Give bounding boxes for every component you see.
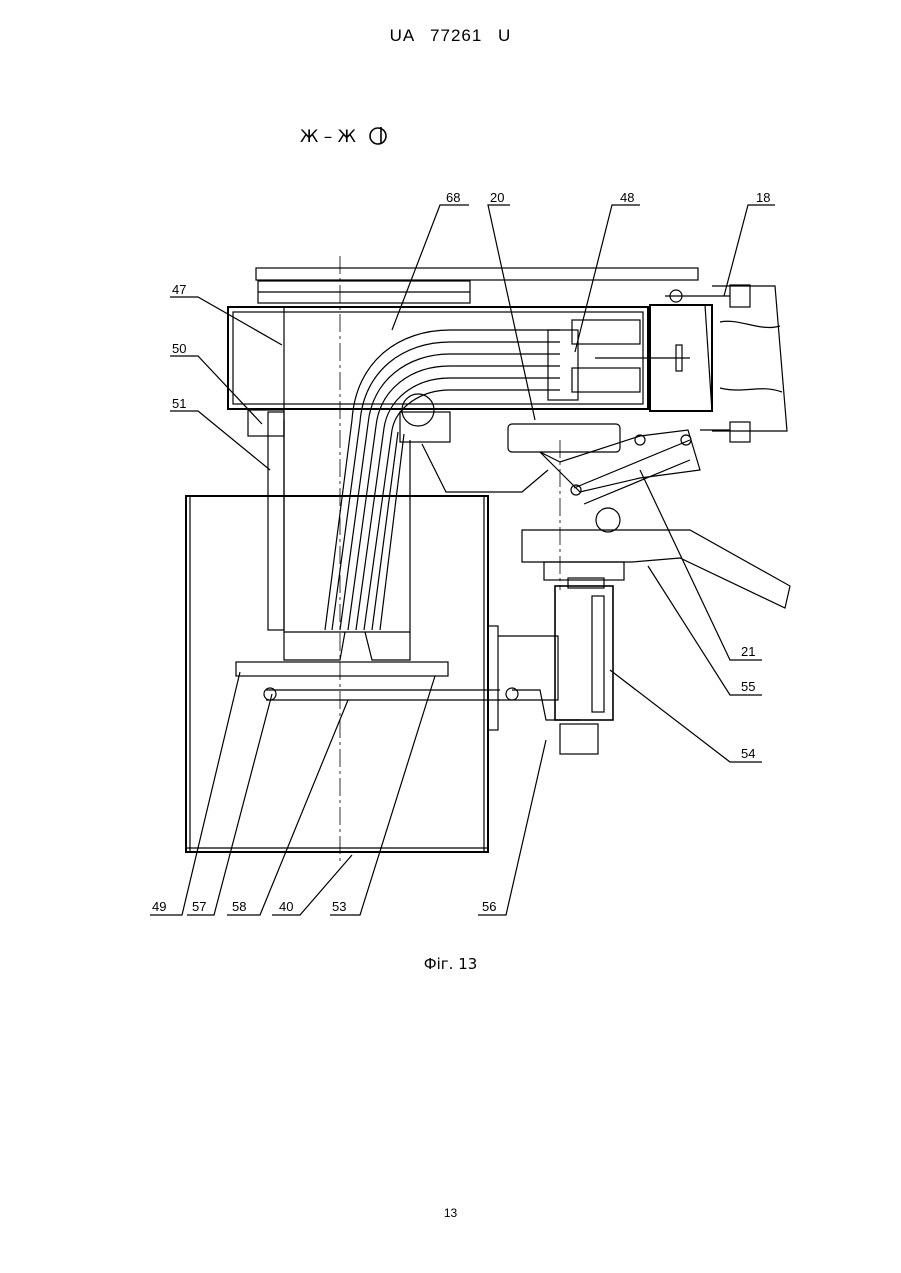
callout-56: 56 <box>482 899 496 914</box>
callout-20: 20 <box>490 190 504 205</box>
leader-48 <box>575 205 640 352</box>
leader-54 <box>610 670 762 762</box>
callout-53: 53 <box>332 899 346 914</box>
callout-68: 68 <box>446 190 460 205</box>
leader-58 <box>227 700 348 915</box>
callout-21: 21 <box>741 644 755 659</box>
leader-21 <box>640 470 762 660</box>
lower-lever <box>236 662 448 676</box>
main-cylinder <box>186 496 488 852</box>
callout-58: 58 <box>232 899 246 914</box>
callout-18: 18 <box>756 190 770 205</box>
callout-51: 51 <box>172 396 186 411</box>
figure-caption: Фіг. 13 <box>0 955 901 973</box>
leader-53 <box>330 676 435 915</box>
callout-55: 55 <box>741 679 755 694</box>
leader-18 <box>724 205 775 296</box>
leader-55 <box>648 566 762 695</box>
callout-48: 48 <box>620 190 634 205</box>
vertical-shaft <box>268 412 284 630</box>
tray <box>522 530 790 608</box>
page-number: 13 <box>0 1206 901 1220</box>
leader-49 <box>150 672 240 915</box>
callout-47: 47 <box>172 282 186 297</box>
top-plate <box>256 268 698 280</box>
leader-47 <box>170 297 282 345</box>
callout-54: 54 <box>741 746 755 761</box>
leader-57 <box>187 694 272 915</box>
callout-49: 49 <box>152 899 166 914</box>
callout-50: 50 <box>172 341 186 356</box>
leader-51 <box>170 411 270 470</box>
callout-57: 57 <box>192 899 206 914</box>
callout-40: 40 <box>279 899 293 914</box>
upper-housing <box>228 307 648 409</box>
